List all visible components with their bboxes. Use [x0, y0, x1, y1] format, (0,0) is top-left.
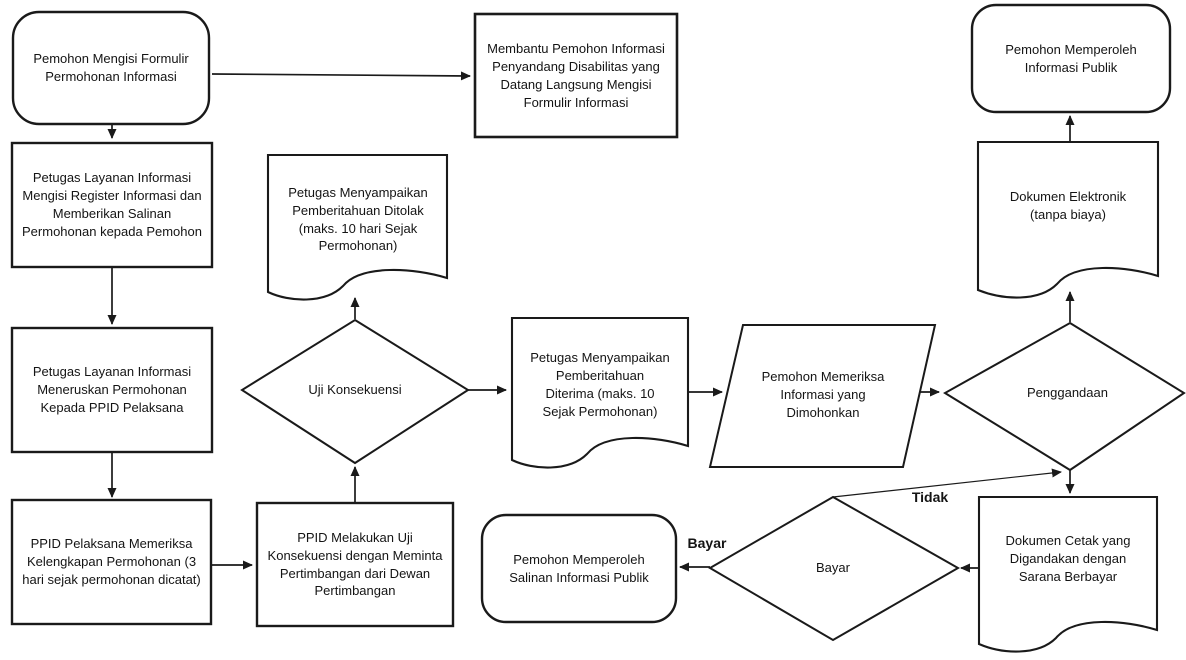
node-pemberitahuan-diterima-label: Petugas Menyampaikan Pemberitahuan Diter…: [530, 350, 670, 419]
node-pemberitahuan-ditolak-label: Petugas Menyampaikan Pemberitahuan Ditol…: [288, 184, 428, 254]
node-dokumen-cetak-shape: [977, 495, 1159, 653]
node-ppid-memeriksa-label: PPID Pelaksana Memeriksa Kelengkapan Per…: [22, 536, 201, 587]
node-memperoleh-salinan-label: Pemohon Memperoleh Salinan Informasi Pub…: [509, 551, 649, 585]
node-membantu-disabilitas-label: Membantu Pemohon Informasi Penyandang Di…: [487, 41, 665, 110]
node-bayar-decision-shape: [708, 495, 961, 642]
node-petugas-register-shape: [10, 141, 214, 269]
arrow-mengisi-to-membantu: [211, 71, 471, 81]
node-penggandaan-shape: [943, 321, 1186, 472]
node-dokumen-elektronik-label: Dokumen Elektronik (tanpa biaya): [1009, 189, 1127, 222]
node-membantu-disabilitas-shape: [473, 12, 679, 139]
node-pemohon-mengisi-shape: [11, 10, 211, 126]
node-pemohon-memeriksa-shape: [708, 324, 937, 468]
connector-arrows: [107, 71, 1075, 573]
node-ppid-uji-shape: [255, 501, 455, 628]
node-memperoleh-informasi-shape: [970, 3, 1172, 114]
node-bayar-decision-label: Bayar: [816, 560, 850, 576]
node-pemberitahuan-ditolak-shape: [266, 153, 449, 301]
node-dokumen-elektronik-shape: [976, 140, 1160, 299]
node-ppid-memeriksa-shape: [10, 498, 213, 626]
node-pemohon-memeriksa-label: Pemohon Memeriksa Informasi yang Dimohon…: [761, 369, 885, 420]
node-petugas-meneruskan-label: Petugas Layanan Informasi Meneruskan Per…: [32, 364, 192, 415]
node-penggandaan-label: Penggandaan: [1027, 385, 1108, 401]
node-memperoleh-salinan-shape: [480, 513, 678, 624]
node-uji-konsekuensi-label: Uji Konsekuensi: [308, 382, 402, 398]
node-pemohon-mengisi-label: Pemohon Mengisi Formulir Permohonan Info…: [33, 51, 189, 84]
node-petugas-meneruskan-shape: [10, 326, 214, 454]
node-ppid-uji-label: PPID Melakukan Uji Konsekuensi dengan Me…: [267, 529, 443, 599]
edge-label-tidak: Tidak: [911, 489, 949, 505]
node-memperoleh-informasi-label: Pemohon Memperoleh Informasi Publik: [1005, 42, 1137, 75]
edge-label-bayar: Bayar: [687, 535, 727, 551]
node-pemberitahuan-diterima-shape: [510, 316, 690, 469]
node-uji-konsekuensi-shape: [240, 318, 470, 465]
node-petugas-register-label: Petugas Layanan Informasi Mengisi Regist…: [22, 170, 202, 239]
arrow-bayar-tidak-to-penggandaan: [832, 468, 1062, 498]
node-dokumen-cetak-label: Dokumen Cetak yang Digandakan dengan Sar…: [1005, 533, 1131, 584]
